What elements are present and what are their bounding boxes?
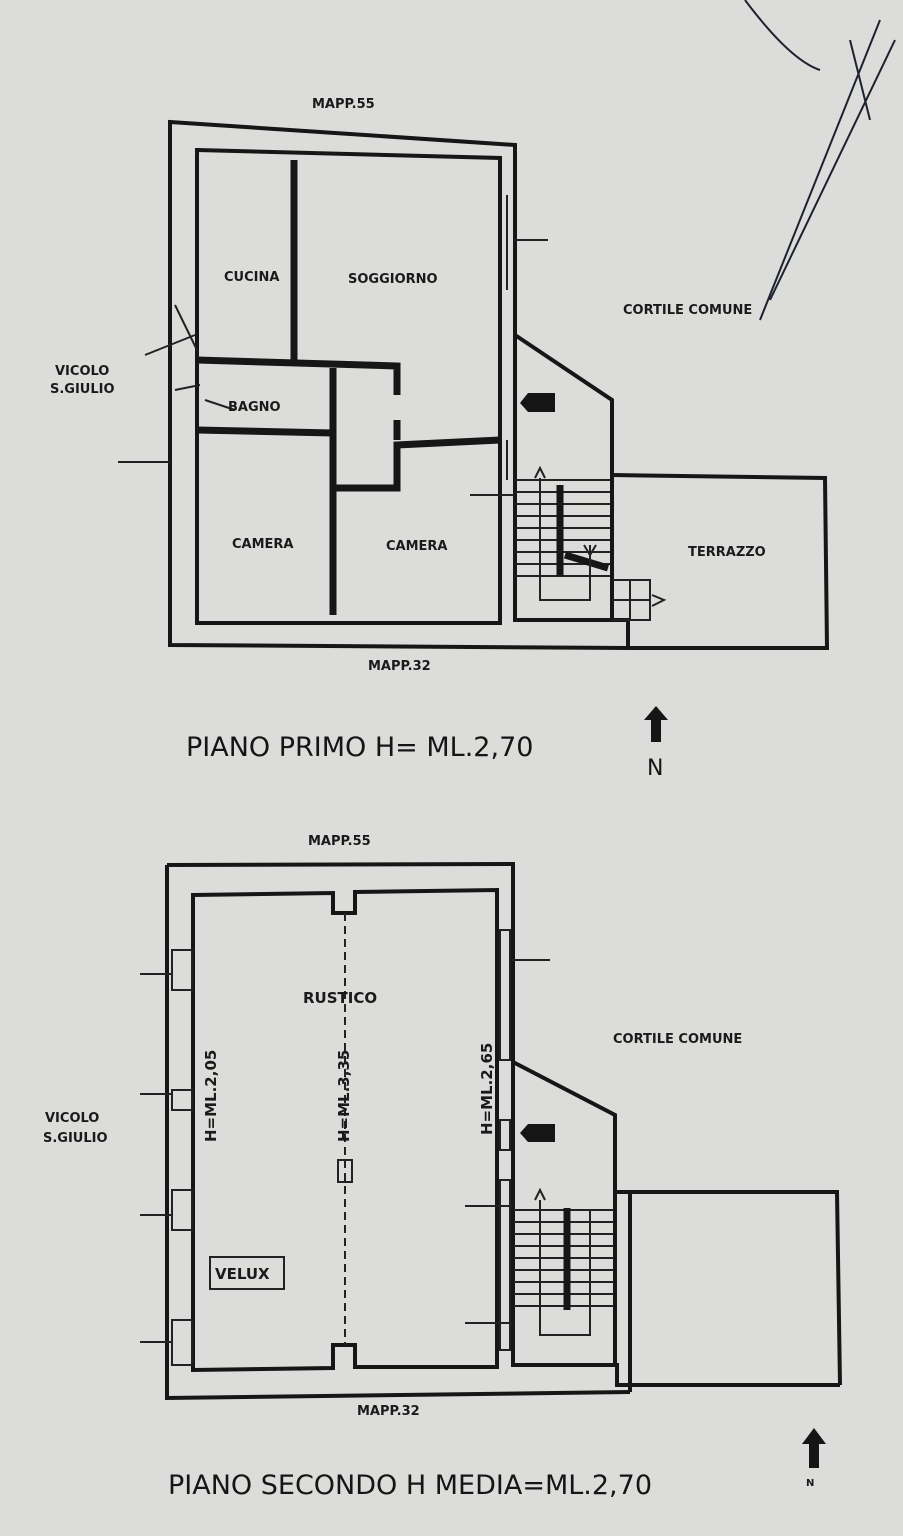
signature-scribble bbox=[744, 0, 896, 321]
windows-left bbox=[140, 949, 193, 1366]
label-mapp-55: MAPP.55 bbox=[308, 834, 371, 849]
label-rustico: RUSTICO bbox=[303, 989, 377, 1007]
stairs bbox=[515, 465, 667, 621]
wall-bagno-top bbox=[196, 356, 401, 395]
label-height-right: H=ML.2,65 bbox=[478, 1043, 496, 1135]
label-mapp-32: MAPP.32 bbox=[357, 1404, 420, 1419]
north-label: N bbox=[806, 1478, 814, 1489]
second-floor-title: PIANO SECONDO H MEDIA=ML.2,70 bbox=[168, 1470, 652, 1501]
label-soggiorno: SOGGIORNO bbox=[348, 272, 438, 287]
label-cucina: CUCINA bbox=[224, 270, 279, 285]
label-vicolo-2: S.GIULIO bbox=[50, 382, 115, 397]
label-height-center: H=ML.3,35 bbox=[335, 1050, 353, 1142]
label-cortile-comune: CORTILE COMUNE bbox=[623, 303, 752, 318]
terrace-enclosure bbox=[615, 1190, 842, 1392]
label-vicolo: VICOLO bbox=[55, 364, 109, 379]
entrance-arrow-icon bbox=[520, 1124, 555, 1142]
stair-enclosure bbox=[512, 1060, 617, 1365]
outer-wall bbox=[165, 861, 840, 1401]
inner-wall bbox=[195, 147, 502, 625]
skylight-marker bbox=[337, 1159, 353, 1183]
stairs bbox=[465, 1187, 613, 1336]
label-terrazzo: TERRAZZO bbox=[688, 545, 766, 560]
stair-enclosure bbox=[513, 333, 614, 620]
stair-arrow-icon bbox=[534, 465, 667, 607]
terrace bbox=[611, 473, 830, 650]
label-bagno: BAGNO bbox=[228, 400, 281, 415]
north-label: N bbox=[647, 756, 663, 781]
door-left bbox=[118, 304, 236, 463]
label-camera-2: CAMERA bbox=[386, 539, 448, 554]
stair-arrow-icon bbox=[534, 1187, 546, 1201]
first-floor-plan: MAPP.55 MAPP.32 VICOLO S.GIULIO CORTILE … bbox=[50, 97, 830, 781]
velux-box bbox=[209, 1256, 285, 1290]
window-right bbox=[470, 195, 548, 496]
entrance-arrow-icon bbox=[520, 393, 555, 412]
label-cortile-comune: CORTILE COMUNE bbox=[613, 1032, 742, 1047]
north-arrow-icon bbox=[644, 706, 668, 742]
label-height-left: H=ML.2,05 bbox=[202, 1050, 220, 1142]
wall-disimpegno bbox=[329, 368, 501, 615]
windows-right bbox=[499, 929, 550, 1351]
inner-wall bbox=[191, 887, 499, 1373]
label-vicolo: VICOLO bbox=[45, 1111, 99, 1126]
wall-bagno-bottom bbox=[196, 426, 334, 437]
north-arrow-icon bbox=[802, 1428, 826, 1468]
label-vicolo-2: S.GIULIO bbox=[43, 1131, 108, 1146]
label-camera-1: CAMERA bbox=[232, 537, 294, 552]
second-floor-plan: VELUX MAPP.55 MAPP.32 VICOLO S.GIULIO CO… bbox=[43, 834, 842, 1501]
label-mapp-32: MAPP.32 bbox=[368, 659, 431, 674]
label-mapp-55: MAPP.55 bbox=[312, 97, 375, 112]
first-floor-title: PIANO PRIMO H= ML.2,70 bbox=[186, 732, 533, 763]
label-velux: VELUX bbox=[215, 1265, 270, 1283]
